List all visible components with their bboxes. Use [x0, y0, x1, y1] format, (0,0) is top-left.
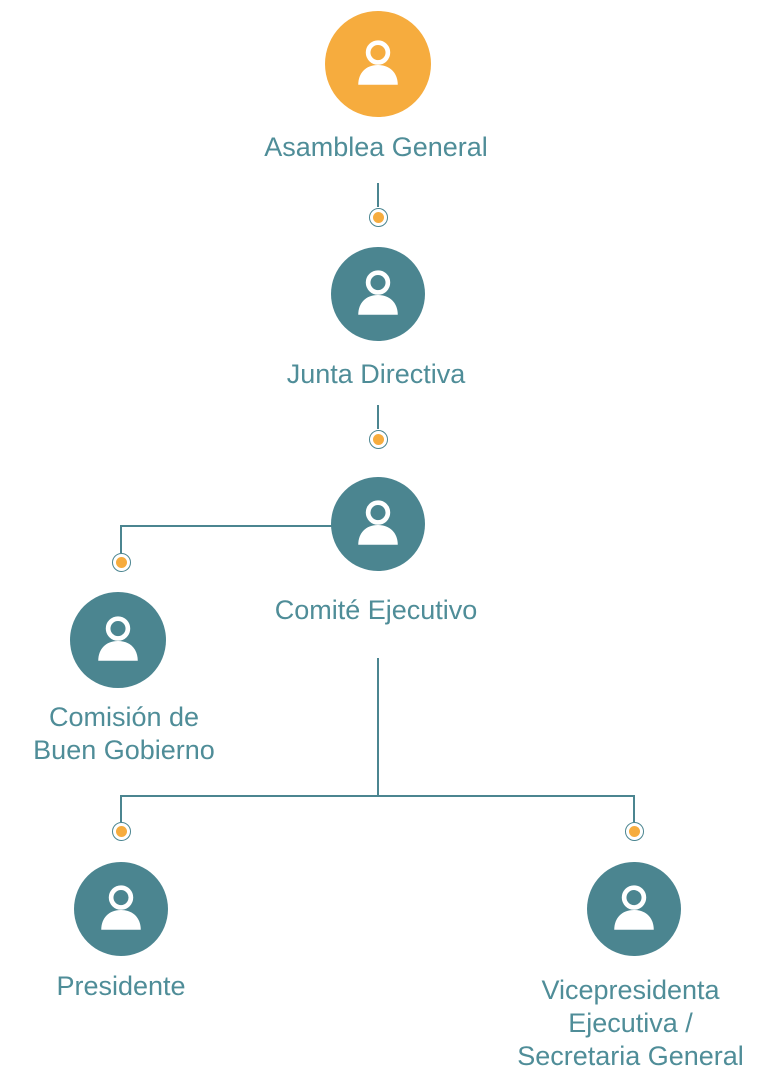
- person-icon: [358, 40, 398, 85]
- connector-dot-icon: [368, 207, 388, 227]
- asamblea-general-label: Asamblea General: [176, 131, 576, 164]
- connector-dot-icon: [111, 552, 131, 572]
- person-icon: [614, 885, 654, 930]
- comision-buen-gobierno-node: [70, 592, 166, 688]
- comision-buen-gobierno-label: Comisión de Buen Gobierno: [0, 701, 248, 767]
- label-line: Vicepresidenta: [541, 975, 720, 1005]
- connector-line-bottom-bar: [120, 795, 634, 797]
- junta-directiva-node: [331, 247, 425, 341]
- label-line: Asamblea General: [264, 132, 488, 162]
- connector-dot-icon: [111, 821, 131, 841]
- junta-directiva-label: Junta Directiva: [176, 358, 576, 391]
- connector-line-comite-comision-h: [120, 525, 332, 527]
- connector-dot-icon: [368, 429, 388, 449]
- comite-ejecutivo-node: [331, 477, 425, 571]
- label-line: Buen Gobierno: [33, 735, 215, 765]
- label-line: Ejecutiva /: [568, 1008, 693, 1038]
- connector-dot-icon: [624, 821, 644, 841]
- person-icon: [358, 270, 398, 315]
- connector-line-presidente-v: [120, 795, 122, 822]
- comite-ejecutivo-label: Comité Ejecutivo: [176, 594, 576, 627]
- connector-line-comite-trunk: [377, 658, 379, 796]
- label-line: Junta Directiva: [286, 359, 466, 389]
- connector-line-junta-comite: [377, 405, 379, 429]
- person-icon: [101, 885, 141, 930]
- connector-line-asamblea-junta: [377, 183, 379, 207]
- vicepresidenta-node: [587, 862, 681, 956]
- presidente-label: Presidente: [0, 970, 242, 1003]
- label-line: Secretaria General: [517, 1041, 744, 1071]
- vicepresidenta-label: Vicepresidenta Ejecutiva / Secretaria Ge…: [490, 974, 771, 1073]
- label-line: Presidente: [56, 971, 186, 1001]
- person-icon: [98, 616, 138, 661]
- connector-line-comite-comision-v: [120, 525, 122, 553]
- presidente-node: [74, 862, 168, 956]
- asamblea-general-node: [325, 11, 431, 117]
- label-line: Comisión de: [48, 702, 200, 732]
- person-icon: [358, 500, 398, 545]
- label-line: Comité Ejecutivo: [274, 595, 478, 625]
- connector-line-vicepresidenta-v: [633, 795, 635, 822]
